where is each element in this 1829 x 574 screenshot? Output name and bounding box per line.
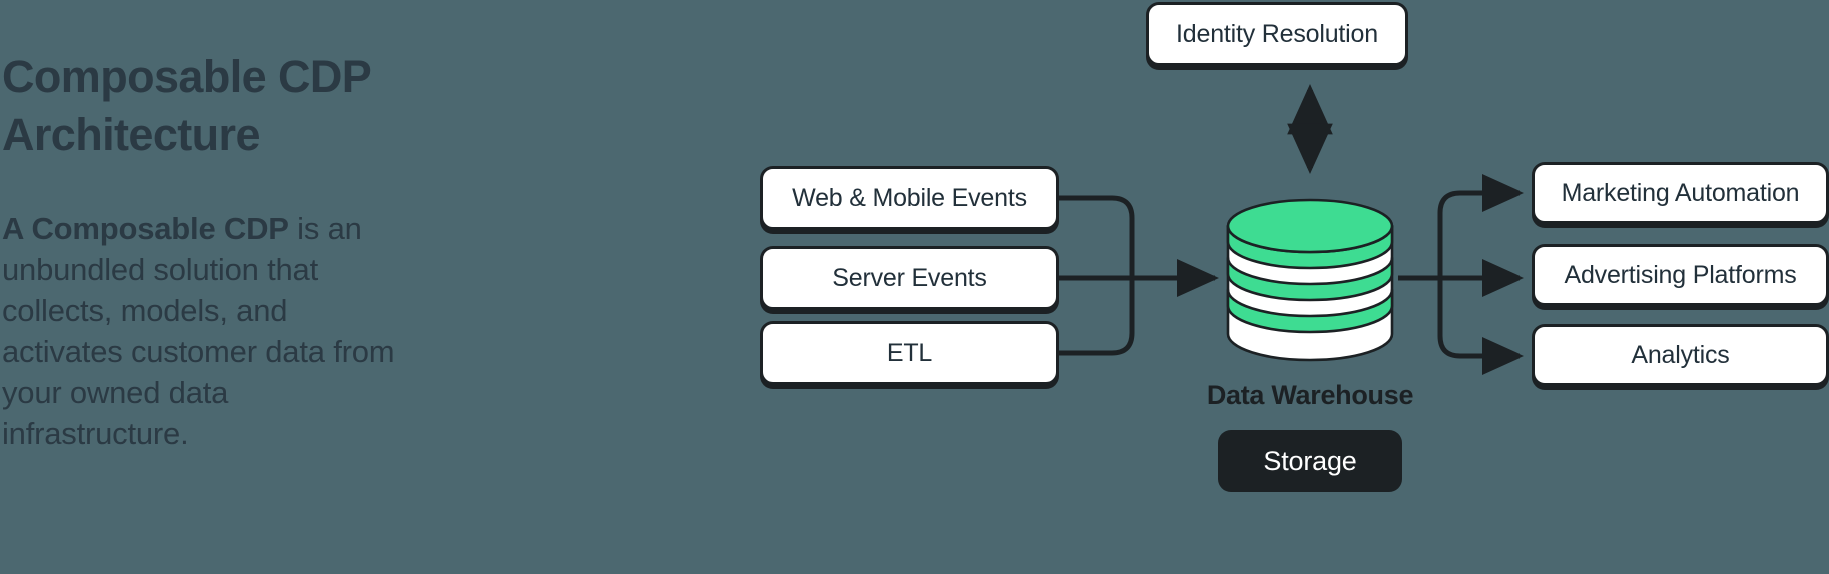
node-label: ETL xyxy=(886,338,933,367)
page-title: Composable CDP Architecture xyxy=(2,51,372,160)
database-cylinder-icon xyxy=(1222,198,1398,362)
storage-badge: Storage xyxy=(1218,430,1402,492)
connector-inputs-to-warehouse xyxy=(1059,195,1220,356)
intro-paragraph-lead: A Composable CDP xyxy=(2,211,289,246)
data-warehouse-label: Data Warehouse xyxy=(1206,380,1414,410)
node-label: Analytics xyxy=(1631,340,1730,369)
node-advertising-platforms[interactable]: Advertising Platforms xyxy=(1532,244,1829,306)
connector-warehouse-to-outputs xyxy=(1398,174,1525,375)
left-text-panel: Composable CDP Architecture A Composable… xyxy=(0,48,470,518)
intro-paragraph: A Composable CDP is an unbundled solutio… xyxy=(2,208,402,454)
node-web-mobile-events[interactable]: Web & Mobile Events xyxy=(760,166,1059,230)
node-label: Advertising Platforms xyxy=(1564,260,1797,289)
node-label: Web & Mobile Events xyxy=(792,183,1027,212)
node-etl[interactable]: ETL xyxy=(760,321,1059,385)
intro-paragraph-rest: is an unbundled solution that collects, … xyxy=(2,211,395,451)
database-cylinder-svg xyxy=(1226,198,1394,362)
node-label: Marketing Automation xyxy=(1561,178,1800,207)
node-server-events[interactable]: Server Events xyxy=(760,246,1059,310)
node-marketing-automation[interactable]: Marketing Automation xyxy=(1532,162,1829,224)
node-label: Identity Resolution xyxy=(1176,19,1378,48)
node-label: Server Events xyxy=(832,263,987,292)
node-identity-resolution[interactable]: Identity Resolution xyxy=(1146,2,1408,66)
storage-badge-label: Storage xyxy=(1263,445,1357,476)
node-analytics[interactable]: Analytics xyxy=(1532,324,1829,386)
